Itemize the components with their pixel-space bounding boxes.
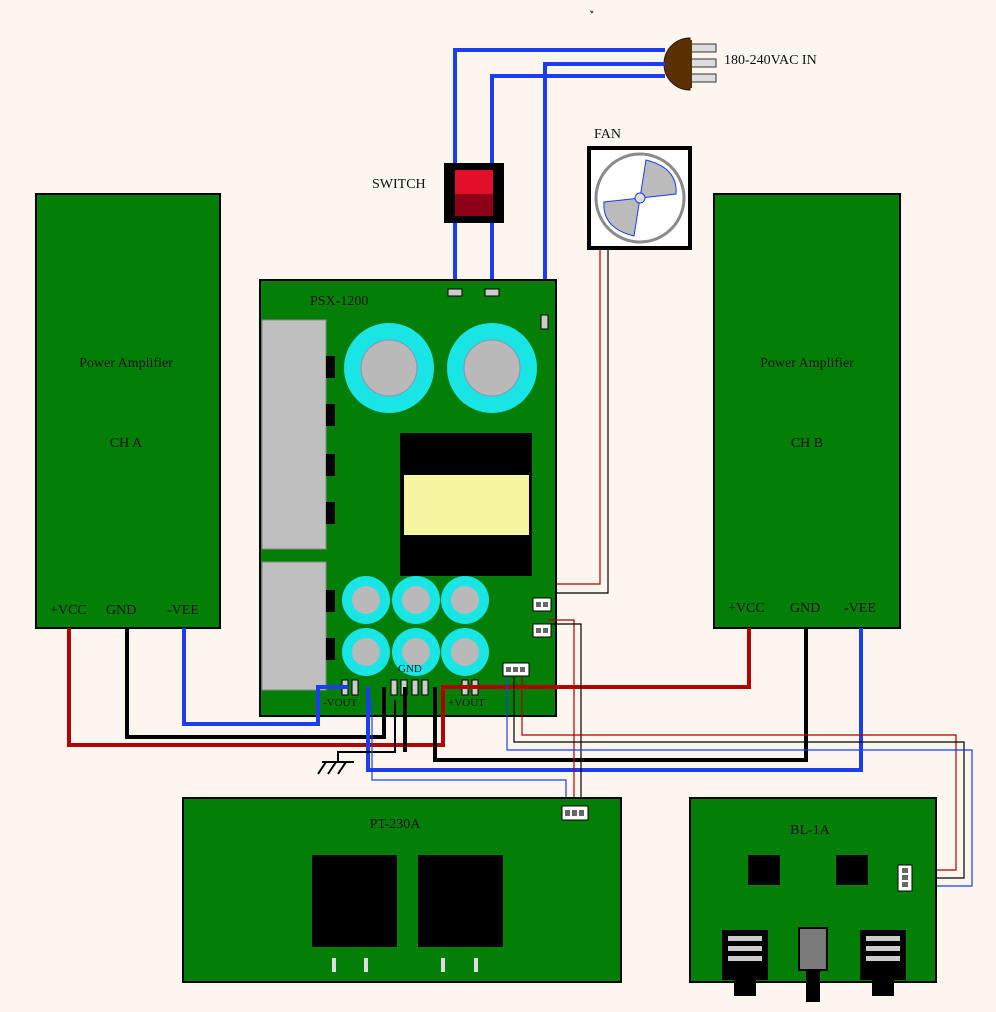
fan-label: FAN <box>594 127 621 142</box>
bl-1a-board: BL-1A <box>689 797 937 1002</box>
bl-1a-label: BL-1A <box>790 823 831 838</box>
switch-label: SWITCH <box>372 177 426 192</box>
amplifier-ch-a: Power Amplifier CH A +VCC GND -VEE <box>35 193 221 629</box>
psu-vout-neg-label: -VOUT <box>323 697 357 709</box>
amp-b-gnd-label: GND <box>790 601 820 616</box>
small-capacitor-icon <box>342 576 489 676</box>
capacitor-icon <box>344 323 537 413</box>
earth-ground-icon <box>317 700 396 775</box>
amp-a-channel: CH A <box>110 436 143 451</box>
mains-wires <box>453 48 665 318</box>
power-wires <box>67 628 863 772</box>
relay-icon <box>312 855 503 947</box>
amp-a-title: Power Amplifier <box>79 356 173 371</box>
top-mark-icon: ู <box>589 10 594 13</box>
potentiometer-icon <box>798 927 828 1002</box>
psu-connector[interactable] <box>502 597 552 677</box>
rca-jack-icon <box>722 930 906 996</box>
power-switch[interactable] <box>444 163 504 223</box>
heatsink <box>261 319 335 691</box>
pt-230a-board: PT-230A <box>182 797 622 983</box>
mains-plug-icon <box>663 37 717 91</box>
signal-wires <box>371 619 973 887</box>
amp-a-vee-label: -VEE <box>167 603 199 618</box>
amp-b-vee-label: -VEE <box>844 601 876 616</box>
amp-a-gnd-label: GND <box>106 603 136 618</box>
amp-b-title: Power Amplifier <box>760 356 854 371</box>
amp-b-vcc-label: +VCC <box>728 601 765 616</box>
psu-gnd-label: GND <box>398 663 422 675</box>
amp-b-channel: CH B <box>791 436 823 451</box>
transformer-icon <box>400 433 532 576</box>
mains-label: 180-240VAC IN <box>724 53 817 68</box>
pt-230a-label: PT-230A <box>370 817 422 832</box>
psu-label: PSX-1200 <box>310 294 368 309</box>
amplifier-ch-b: Power Amplifier CH B +VCC GND -VEE <box>713 193 901 629</box>
psu-vout-pos-label: +VOUT <box>448 697 485 709</box>
psu-board: PSX-1200 <box>259 279 557 717</box>
amp-a-vcc-label: +VCC <box>50 603 87 618</box>
fan-icon <box>587 146 692 250</box>
